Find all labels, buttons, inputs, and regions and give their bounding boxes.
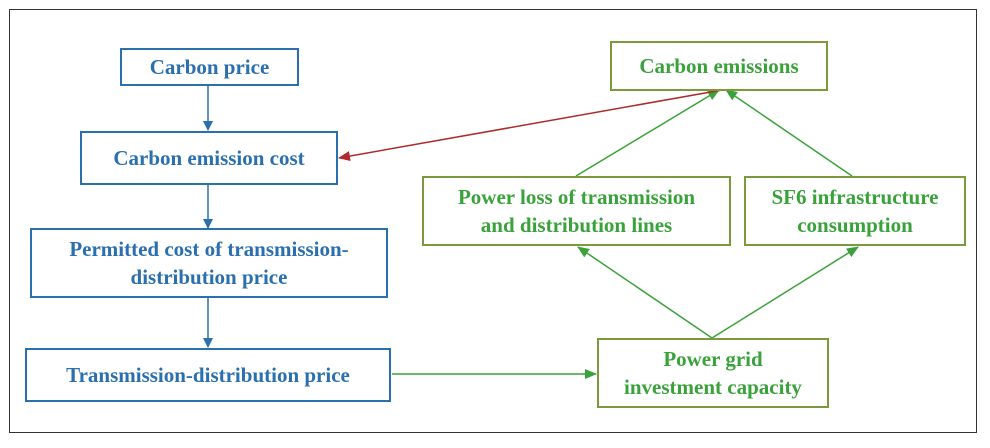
arrow-power-loss-to-emissions xyxy=(575,89,720,177)
node-carbon-price-line-1: Carbon price xyxy=(149,55,270,79)
node-power-loss-line-2: and distribution lines xyxy=(480,213,673,237)
node-td-price-line-1: Transmission-distribution price xyxy=(66,363,350,387)
arrow-emissions-to-cost xyxy=(338,89,723,162)
node-grid-investment-line-1: Power grid xyxy=(663,347,763,371)
node-carbon-emission-cost-line-1: Carbon emission cost xyxy=(113,146,305,170)
node-carbon-emissions-line-1: Carbon emissions xyxy=(639,54,799,78)
arrow-sf6-to-emissions xyxy=(725,89,853,177)
diagram-frame xyxy=(9,9,977,433)
arrow-investment-to-sf6 xyxy=(711,246,859,339)
node-carbon-emission-cost: Carbon emission cost xyxy=(80,131,338,185)
arrow-investment-to-power-loss xyxy=(577,246,713,339)
node-power-loss: Power loss of transmission and distribut… xyxy=(422,176,731,246)
node-permitted-cost: Permitted cost of transmission- distribu… xyxy=(30,228,388,298)
node-power-loss-line-1: Power loss of transmission xyxy=(457,185,696,209)
node-sf6: SF6 infrastructure consumption xyxy=(744,176,966,246)
node-td-price: Transmission-distribution price xyxy=(25,348,391,402)
node-grid-investment: Power grid investment capacity xyxy=(597,338,829,408)
node-sf6-line-2: consumption xyxy=(797,213,913,237)
node-grid-investment-line-2: investment capacity xyxy=(624,375,802,399)
node-permitted-cost-line-1: Permitted cost of transmission- xyxy=(69,237,349,261)
node-permitted-cost-line-2: distribution price xyxy=(130,265,288,289)
node-carbon-emissions: Carbon emissions xyxy=(610,41,828,91)
node-sf6-line-1: SF6 infrastructure xyxy=(771,185,939,209)
node-carbon-price: Carbon price xyxy=(120,48,299,86)
